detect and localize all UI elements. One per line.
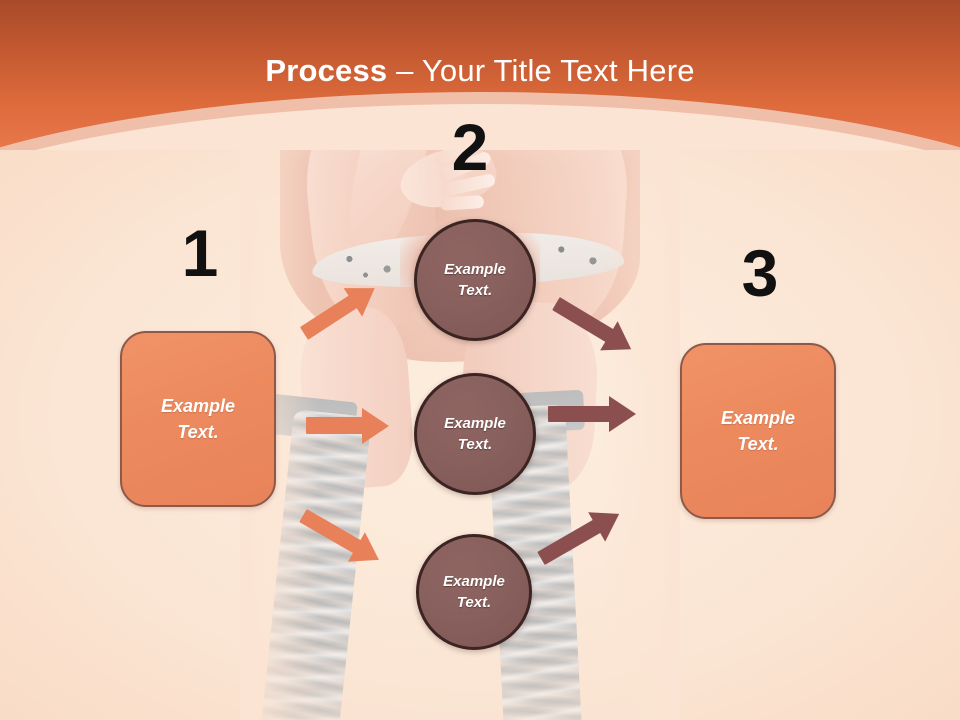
slide-header-banner [0,0,960,150]
arrow-head [609,396,636,432]
step-number-2: 2 [451,110,489,184]
process-circle-3-line2: Text. [456,594,492,611]
process-circle-3-label: Example Text. [443,571,505,613]
process-circle-1-label: Example Text. [444,259,506,301]
process-box-1-line2: Text. [177,422,219,442]
step-number-1: 1 [181,216,219,290]
process-box-3-line2: Text. [737,434,779,454]
page-title-regular: – Your Title Text Here [387,53,695,88]
process-box-3[interactable]: Example Text. [680,343,836,519]
process-circle-2[interactable]: Example Text. [414,373,536,495]
arrow-head [362,407,389,444]
process-circle-2-line2: Text. [457,436,493,453]
process-box-3-line1: Example [720,408,796,428]
process-circle-3-line1: Example [443,573,505,590]
process-box-3-label: Example Text. [721,405,795,457]
process-circle-1[interactable]: Example Text. [414,219,536,341]
process-circle-2-label: Example Text. [444,413,506,455]
process-circle-2-line1: Example [444,415,506,432]
process-circle-1-line1: Example [444,261,506,278]
page-title: Process – Your Title Text Here [0,53,960,89]
step-number-3: 3 [741,236,779,310]
arrow-in-middle [306,407,392,444]
process-box-1-label: Example Text. [161,393,235,445]
process-box-1[interactable]: Example Text. [120,331,276,507]
page-title-bold: Process [265,53,388,88]
arrow-shaft [306,417,364,434]
arrow-out-middle [548,396,640,432]
process-box-1-line1: Example [160,396,236,416]
process-circle-1-line2: Text. [457,282,493,299]
process-circle-3[interactable]: Example Text. [416,534,532,650]
arrow-shaft [548,406,611,422]
